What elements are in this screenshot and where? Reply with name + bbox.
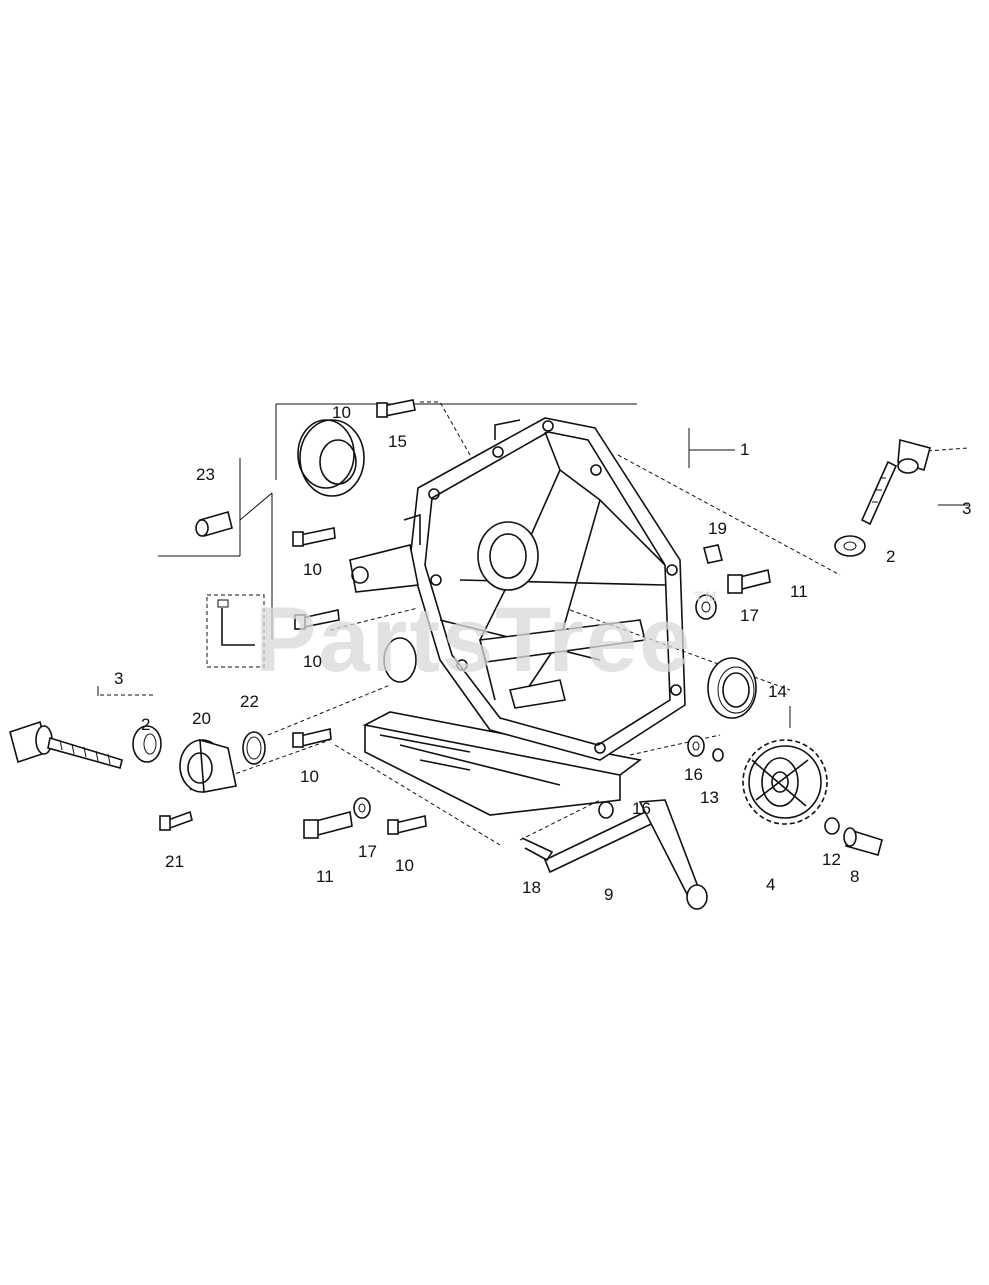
- callout-3: 3: [114, 669, 124, 688]
- part-9-governor-arm: [543, 799, 708, 910]
- callout-20: 20: [192, 709, 211, 728]
- callout-10: 10: [300, 767, 319, 786]
- callout-12: 12: [822, 850, 841, 869]
- callout-9: 9: [604, 885, 614, 904]
- callout-3: 3: [962, 499, 972, 518]
- part-14-bearing: [707, 657, 757, 719]
- callout-22: 22: [240, 692, 259, 711]
- callout-10: 10: [395, 856, 414, 875]
- callout-13: 13: [700, 788, 719, 807]
- callout-21: 21: [165, 852, 184, 871]
- callout-2: 2: [141, 715, 151, 734]
- callout-2: 2: [886, 547, 896, 566]
- part-detail-inset: [206, 594, 265, 668]
- callout-11: 11: [316, 867, 334, 886]
- callout-17: 17: [358, 842, 377, 861]
- part-10-bolts: [292, 399, 427, 835]
- callout-10: 10: [332, 403, 351, 422]
- callout-23: 23: [196, 465, 215, 484]
- part-23-dowel-pin: [195, 511, 233, 537]
- callout-11: 11: [790, 582, 808, 601]
- callout-1: 1: [740, 440, 750, 459]
- part-3-dipstick-right: [834, 438, 931, 557]
- callout-19: 19: [708, 519, 727, 538]
- callout-16: 16: [632, 799, 651, 818]
- callout-10: 10: [303, 560, 322, 579]
- group-bracket-crankcase: [158, 403, 735, 640]
- washers: [353, 544, 840, 835]
- part-15-oil-seal: [297, 419, 365, 497]
- part-3-dipstick-left: [9, 720, 266, 831]
- crankcase-body: [349, 417, 686, 816]
- callout-16: 16: [684, 765, 703, 784]
- part-18-clip: [521, 837, 554, 862]
- part-4-gear: [742, 739, 828, 825]
- callout-8: 8: [850, 867, 860, 886]
- callout-4: 4: [766, 875, 776, 894]
- part-11-bolts: [303, 569, 771, 839]
- callout-17: 17: [740, 606, 759, 625]
- callout-10: 10: [303, 652, 322, 671]
- callout-15: 15: [388, 432, 407, 451]
- part-8-shaft: [843, 827, 883, 856]
- callout-14: 14: [768, 682, 787, 701]
- callout-18: 18: [522, 878, 541, 897]
